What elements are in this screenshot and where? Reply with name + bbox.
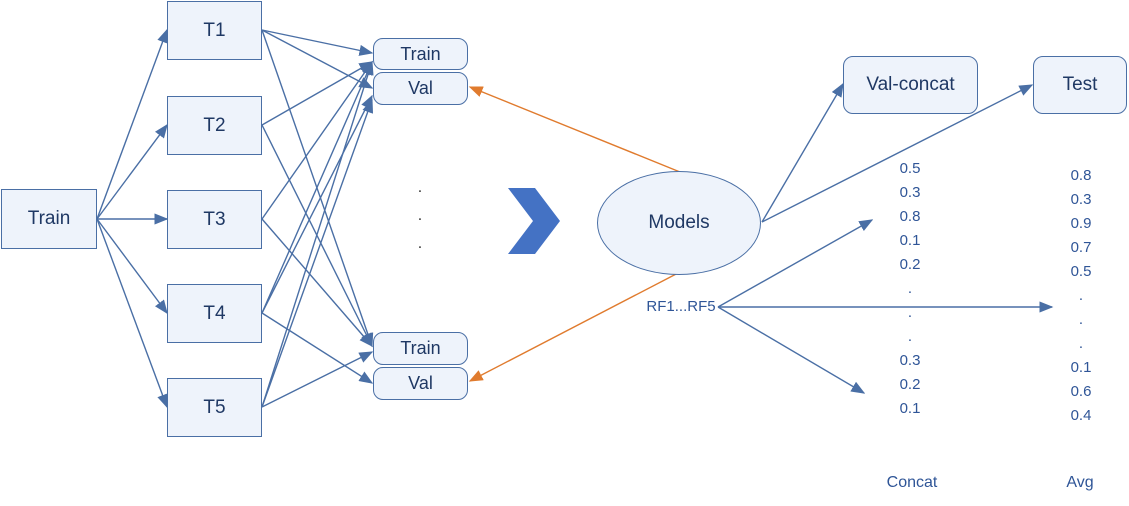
concat-caption: Concat (886, 474, 938, 491)
fold-box-t3: T3 (167, 190, 262, 249)
concat-value: . (907, 328, 913, 345)
fold-label: T1 (203, 19, 226, 41)
concat-value: 0.8 (899, 208, 921, 225)
split-top-train-label: Train (400, 43, 441, 64)
val-concat-box: Val-concat (843, 56, 978, 114)
fold-box-t1: T1 (167, 1, 262, 60)
fold-label: T4 (203, 302, 226, 324)
source-train-box: Train (1, 189, 97, 249)
models-label: Models (648, 212, 710, 233)
split-top-val-label: Val (408, 78, 433, 98)
avg-values-column: 0.8 0.3 0.9 0.7 0.5 . . . 0.1 0.6 0.4 (1061, 164, 1101, 428)
split-bottom-val-box: Val (373, 367, 468, 400)
edge-fold-to-split (261, 60, 373, 220)
split-bottom-val-label: Val (408, 373, 433, 393)
concat-values-column: 0.5 0.3 0.8 0.1 0.2 . . . 0.3 0.2 0.1 (890, 157, 930, 421)
avg-value: . (1078, 335, 1084, 352)
concat-value: . (907, 280, 913, 297)
edge-fold-to-split (261, 29, 374, 56)
edge-models-to-val-concat (761, 82, 844, 223)
avg-value: 0.5 (1070, 263, 1092, 280)
fold-label: T3 (203, 208, 226, 230)
concat-value: 0.3 (899, 352, 921, 369)
concat-value: 0.5 (899, 160, 921, 177)
edge-train-to-fold (96, 123, 168, 220)
models-sublabel: RF1...RF5 (646, 298, 716, 315)
edge-fold-to-split (261, 351, 374, 408)
edge-fold-to-split (261, 61, 374, 126)
concat-value: 0.2 (899, 376, 921, 393)
edge-fold-to-split (261, 29, 374, 89)
concat-value: 0.1 (899, 232, 921, 249)
dot: . (417, 179, 423, 196)
avg-value: 0.4 (1070, 407, 1092, 424)
edge-fold-to-split (261, 98, 374, 408)
concat-value: . (907, 304, 913, 321)
fold-box-t5: T5 (167, 378, 262, 437)
edge-rf-to-concat-top (717, 219, 874, 308)
split-top-val-box: Val (373, 72, 468, 105)
fold-box-t4: T4 (167, 284, 262, 343)
edge-models-to-test (761, 84, 1034, 223)
chevron-arrow-icon (508, 188, 560, 254)
edge-models-to-val-bottom (468, 271, 681, 382)
avg-value: 0.6 (1070, 383, 1092, 400)
edge-rf-to-concat-bottom (717, 306, 866, 394)
edge-models-to-val-top (468, 86, 681, 173)
fold-box-t2: T2 (167, 96, 262, 155)
edge-fold-to-split (261, 218, 373, 348)
edge-fold-to-split (261, 29, 374, 348)
concat-value: 0.1 (899, 400, 921, 417)
avg-caption: Avg (1066, 474, 1094, 491)
edge-train-to-fold (96, 218, 168, 315)
avg-value: 0.3 (1070, 191, 1092, 208)
middle-dots: . . . (410, 174, 430, 258)
dot: . (417, 207, 423, 224)
avg-value: . (1078, 287, 1084, 304)
split-bottom-train-label: Train (400, 338, 441, 358)
test-box: Test (1033, 56, 1127, 114)
test-label: Test (1062, 74, 1098, 95)
dot: . (417, 235, 423, 252)
edge-train-to-fold (96, 218, 168, 409)
avg-value: 0.1 (1070, 359, 1092, 376)
edge-train-to-fold (96, 28, 168, 220)
split-bottom-train-box: Train (373, 332, 468, 365)
models-ellipse: Models (597, 171, 761, 275)
split-top-train-box: Train (373, 38, 468, 70)
concat-value: 0.3 (899, 184, 921, 201)
source-train-label: Train (27, 208, 71, 229)
avg-value: 0.8 (1070, 167, 1092, 184)
fold-label: T2 (203, 114, 226, 136)
fold-label: T5 (203, 396, 226, 418)
edge-fold-to-split (261, 312, 374, 384)
edge-fold-to-split (261, 94, 373, 314)
avg-value: . (1078, 311, 1084, 328)
edge-fold-to-split (261, 124, 373, 348)
val-concat-label: Val-concat (866, 74, 955, 95)
avg-value: 0.9 (1070, 215, 1092, 232)
avg-value: 0.7 (1070, 239, 1092, 256)
concat-value: 0.2 (899, 256, 921, 273)
